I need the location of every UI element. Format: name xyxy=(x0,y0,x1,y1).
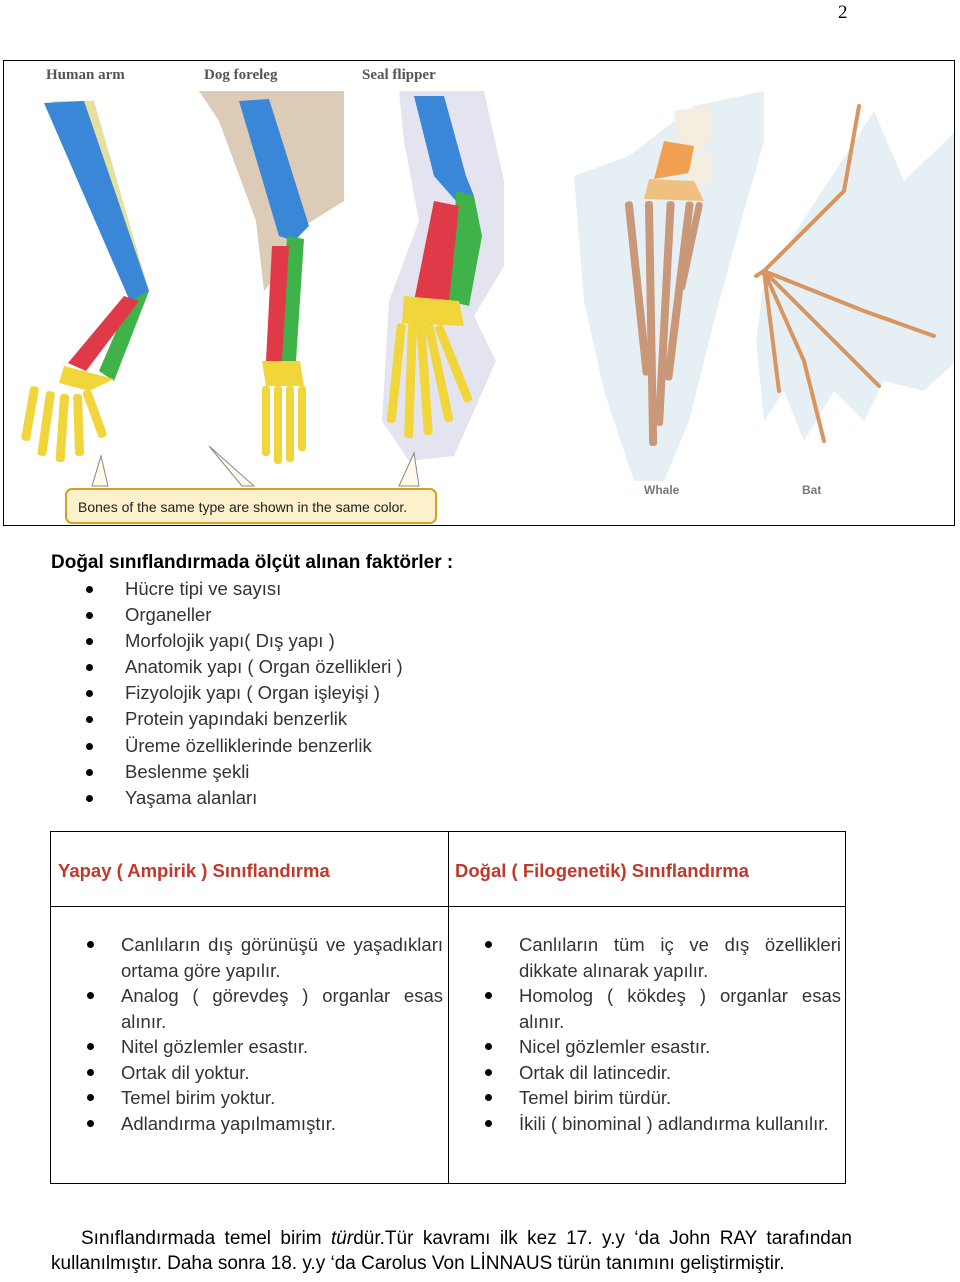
factor-list-item: Yaşama alanları xyxy=(80,785,403,811)
bat-wing-bones xyxy=(754,104,936,443)
factors-heading: Doğal sınıflandırmada ölçüt alınan faktö… xyxy=(51,552,454,573)
label-bat: Bat xyxy=(802,483,821,497)
seal-flipper-bones xyxy=(386,96,482,439)
label-human-arm: Human arm xyxy=(46,67,125,83)
label-seal-flipper: Seal flipper xyxy=(362,67,436,83)
natural-item: Temel birim türdür. xyxy=(479,1085,841,1111)
factor-list-item: Hücre tipi ve sayısı xyxy=(80,576,403,602)
factor-list-item: Üreme özelliklerinde benzerlik xyxy=(80,733,403,759)
natural-classification-column: Canlıların tüm iç ve dış özellikleri dik… xyxy=(479,932,841,1136)
caption-pointer-dog xyxy=(208,445,256,487)
label-dog-foreleg: Dog foreleg xyxy=(204,67,278,83)
caption-pointer-human xyxy=(91,454,109,487)
natural-item: İkili ( binominal ) adlandırma kullanılı… xyxy=(479,1111,841,1137)
page-number: 2 xyxy=(838,2,848,23)
dog-foreleg-bones xyxy=(239,99,309,464)
table-divider-horizontal xyxy=(51,906,845,907)
factor-list-item: Beslenme şekli xyxy=(80,759,403,785)
natural-item: Ortak dil latincedir. xyxy=(479,1060,841,1086)
bottom-paragraph-italic: tür xyxy=(331,1228,354,1249)
natural-item: Canlıların tüm iç ve dış özellikleri dik… xyxy=(479,932,841,983)
table-divider-vertical xyxy=(448,832,449,1183)
bottom-paragraph-part1: Sınıflandırmada temel birim xyxy=(81,1228,332,1249)
natural-item: Nicel gözlemler esastır. xyxy=(479,1034,841,1060)
human-arm-bones xyxy=(21,101,149,463)
factor-list-item: Anatomik yapı ( Organ özellikleri ) xyxy=(80,654,403,680)
artificial-item: Ortak dil yoktur. xyxy=(81,1060,443,1086)
artificial-classification-list: Canlıların dış görünüşü ve yaşadıkları o… xyxy=(81,932,443,1136)
bottom-paragraph-part2: dür.Tür kavramı ilk kez 17. y.y ‘da John… xyxy=(51,1228,853,1274)
homologous-limbs-illustration: Human arm Dog foreleg Seal flipper xyxy=(21,67,954,524)
factor-list-item: Fizyolojik yapı ( Organ işleyişi ) xyxy=(80,680,403,706)
factor-list-item: Morfolojik yapı( Dış yapı ) xyxy=(80,628,403,654)
whale-flipper-bones xyxy=(624,106,714,446)
artificial-item: Nitel gözlemler esastır. xyxy=(81,1034,443,1060)
label-whale: Whale xyxy=(644,483,680,497)
classification-comparison-table: Yapay ( Ampirik ) Sınıflandırma Doğal ( … xyxy=(50,831,846,1184)
artificial-classification-column: Canlıların dış görünüşü ve yaşadıkları o… xyxy=(81,932,443,1136)
natural-classification-list: Canlıların tüm iç ve dış özellikleri dik… xyxy=(479,932,841,1136)
artificial-item: Temel birim yoktur. xyxy=(81,1085,443,1111)
factor-list-item: Protein yapındaki benzerlik xyxy=(80,706,403,732)
caption-box xyxy=(65,488,437,524)
bottom-paragraph: Sınıflandırmada temel birim türdür.Tür k… xyxy=(51,1227,852,1276)
homologous-limbs-figure: Human arm Dog foreleg Seal flipper xyxy=(3,60,955,526)
caption-pointer-seal xyxy=(398,451,420,487)
natural-item: Homolog ( kökdeş ) organlar esas alınır. xyxy=(479,983,841,1034)
artificial-item: Adlandırma yapılmamıştır. xyxy=(81,1111,443,1137)
caption-text: Bones of the same type are shown in the … xyxy=(78,499,407,515)
header-natural-classification: Doğal ( Filogenetik) Sınıflandırma xyxy=(455,860,749,881)
factor-list-item: Organeller xyxy=(80,602,403,628)
header-artificial-classification: Yapay ( Ampirik ) Sınıflandırma xyxy=(58,860,330,881)
artificial-item: Canlıların dış görünüşü ve yaşadıkları o… xyxy=(81,932,443,983)
artificial-item: Analog ( görevdeş ) organlar esas alınır… xyxy=(81,983,443,1034)
bat-wing-membrane xyxy=(756,111,954,441)
